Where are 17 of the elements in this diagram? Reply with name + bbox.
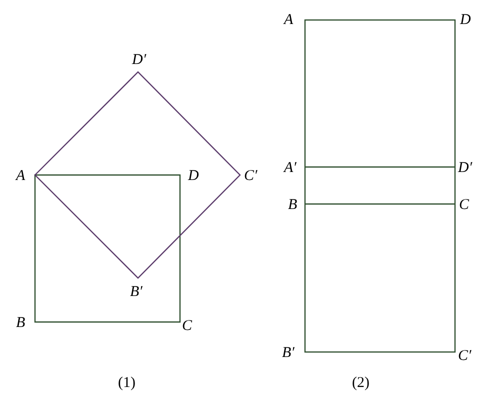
- point-label: A: [284, 12, 294, 28]
- point-label: D: [188, 168, 199, 184]
- point-label: C: [182, 318, 192, 334]
- point-label: B: [288, 197, 298, 213]
- point-label: A′: [284, 160, 296, 176]
- point-label: D: [460, 12, 471, 28]
- point-label: C′: [244, 168, 258, 184]
- figure-number: (2): [352, 375, 370, 391]
- figure-number: (1): [118, 375, 136, 391]
- point-label: C′: [458, 348, 472, 364]
- point-label: B: [16, 315, 26, 331]
- point-label: B′: [130, 284, 142, 300]
- point-label: C: [459, 197, 470, 213]
- point-label: A: [16, 168, 26, 184]
- point-label: D′: [458, 160, 472, 176]
- point-label: B′: [282, 345, 294, 361]
- point-label: D′: [132, 52, 146, 68]
